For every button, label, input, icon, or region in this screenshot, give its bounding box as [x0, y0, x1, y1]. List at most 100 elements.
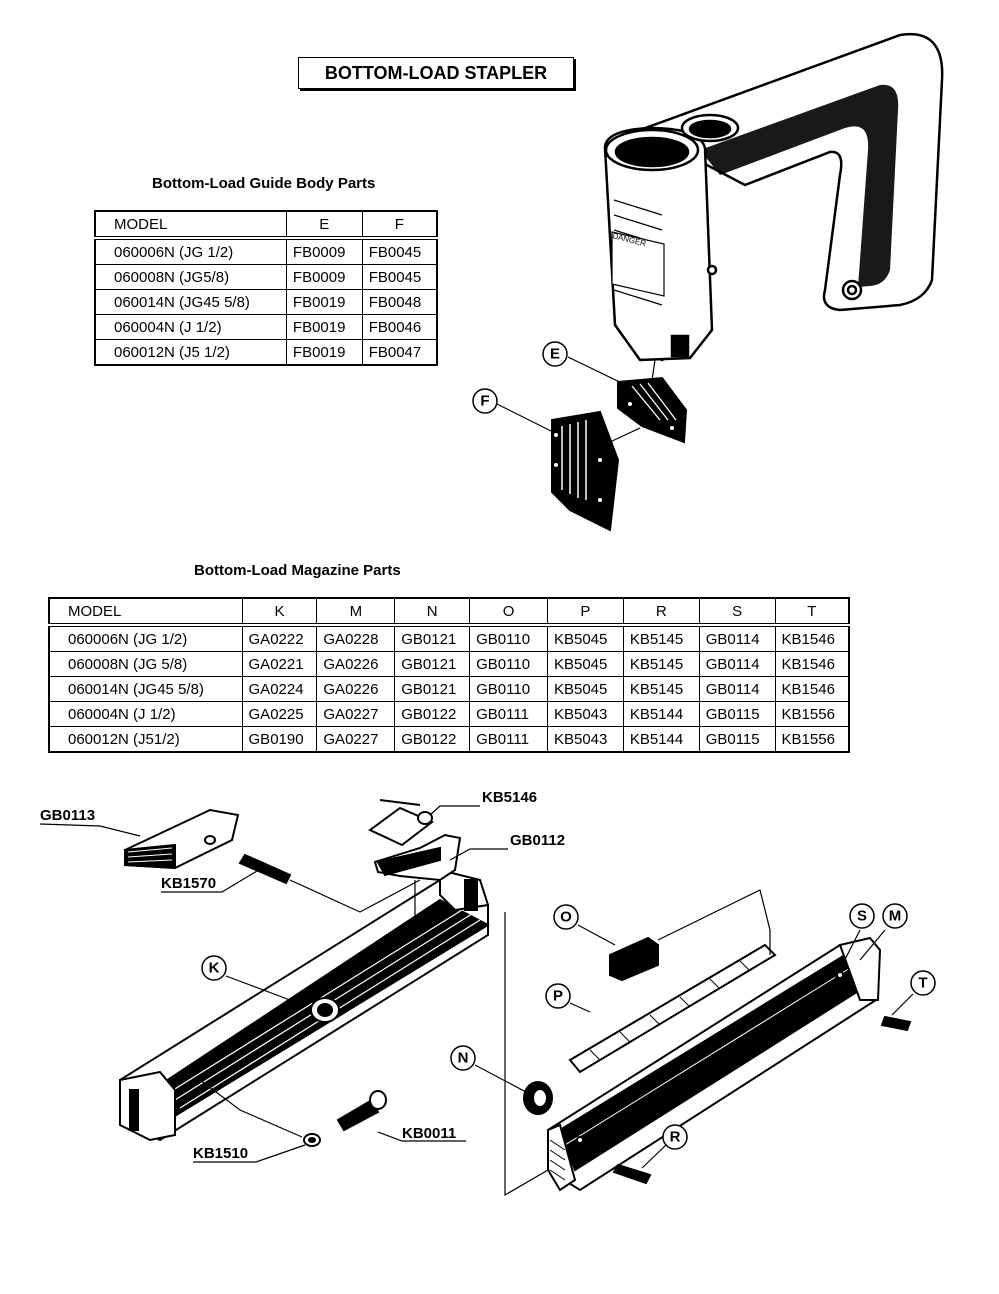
magazine-track-drawing: [547, 936, 882, 1192]
part-number-cell: FB0048: [361, 289, 438, 315]
part-number-cell: GA0222: [241, 624, 318, 652]
guide-body-drawing: DANGER: [603, 32, 944, 362]
part-kb5146-drawing: [368, 799, 434, 847]
part-number-cell: KB5043: [546, 701, 624, 727]
part-f-drawing: [551, 410, 620, 532]
column-header-e: E: [285, 210, 363, 239]
part-kb0011-drawing: [336, 1090, 387, 1132]
column-header-o: O: [469, 597, 548, 626]
part-number-cell: GB0110: [469, 676, 548, 702]
svg-text:O: O: [560, 909, 572, 926]
part-number-cell: KB5145: [622, 624, 700, 652]
part-number-cell: GB0121: [394, 676, 471, 702]
part-number-cell: GA0227: [316, 701, 396, 727]
callout-e: E: [542, 341, 568, 367]
part-t-drawing: [880, 1015, 912, 1032]
model-cell: 060008N (JG5/8): [94, 264, 287, 290]
label-gb0113: GB0113: [40, 807, 95, 824]
callout-m: M: [882, 903, 908, 929]
svg-text:R: R: [670, 1129, 681, 1146]
callout-t: T: [910, 970, 936, 996]
svg-text:K: K: [209, 960, 220, 977]
part-number-cell: KB1546: [774, 624, 850, 652]
column-header-t: T: [774, 597, 850, 626]
column-header-r: R: [622, 597, 700, 626]
part-number-cell: KB5144: [622, 701, 700, 727]
part-p-spring-drawing: [568, 943, 777, 1074]
part-number-cell: GB0122: [394, 701, 471, 727]
part-number-cell: GB0110: [469, 651, 548, 677]
column-header-model: MODEL: [94, 210, 287, 239]
part-number-cell: GA0228: [316, 624, 396, 652]
column-header-s: S: [698, 597, 776, 626]
callout-r: R: [662, 1124, 688, 1150]
column-header-f: F: [361, 210, 438, 239]
part-gb0112-drawing: [373, 833, 462, 882]
part-number-cell: GB0114: [698, 624, 776, 652]
magazine-section-title: Bottom-Load Magazine Parts: [194, 562, 401, 579]
model-cell: 060006N (JG 1/2): [48, 624, 243, 652]
part-number-cell: FB0047: [361, 339, 438, 366]
model-cell: 060014N (JG45 5/8): [94, 289, 287, 315]
part-o-drawing: [609, 936, 659, 982]
label-gb0112: GB0112: [510, 832, 565, 849]
part-number-cell: FB0019: [285, 289, 363, 315]
part-kb1510-drawing: [303, 1133, 321, 1147]
callout-p: P: [545, 983, 571, 1009]
callout-s: S: [849, 903, 875, 929]
part-kb1570-drawing: [238, 853, 292, 885]
guide-body-section-title: Bottom-Load Guide Body Parts: [152, 175, 376, 192]
label-kb5146: KB5146: [482, 789, 537, 806]
part-number-cell: KB1556: [774, 726, 850, 753]
svg-text:N: N: [458, 1050, 469, 1067]
part-number-cell: GB0111: [469, 701, 548, 727]
svg-text:F: F: [480, 393, 489, 410]
column-header-model: MODEL: [48, 597, 243, 626]
part-number-cell: GB0122: [394, 726, 471, 753]
part-number-cell: FB0046: [361, 314, 438, 340]
model-cell: 060012N (J5 1/2): [94, 339, 287, 366]
part-number-cell: KB5043: [546, 726, 624, 753]
svg-text:P: P: [553, 988, 563, 1005]
label-kb0011: KB0011: [402, 1125, 456, 1142]
model-cell: 060012N (J51/2): [48, 726, 243, 753]
part-number-cell: KB5045: [546, 676, 624, 702]
model-cell: 060004N (J 1/2): [48, 701, 243, 727]
part-number-cell: KB1546: [774, 676, 850, 702]
part-number-cell: FB0045: [361, 237, 438, 265]
magazine-k-drawing: [119, 868, 491, 1142]
label-kb1510: KB1510: [193, 1145, 248, 1162]
column-header-k: K: [241, 597, 318, 626]
part-number-cell: FB0009: [285, 237, 363, 265]
part-number-cell: GA0226: [316, 651, 396, 677]
column-header-p: P: [546, 597, 624, 626]
callout-k: K: [201, 955, 227, 981]
column-header-m: M: [316, 597, 396, 626]
part-number-cell: KB1556: [774, 701, 850, 727]
part-number-cell: GB0115: [698, 726, 776, 753]
page-title: BOTTOM-LOAD STAPLER: [298, 57, 574, 89]
part-number-cell: GA0227: [316, 726, 396, 753]
part-number-cell: FB0019: [285, 339, 363, 366]
part-number-cell: GA0224: [241, 676, 318, 702]
svg-text:M: M: [889, 908, 902, 925]
leader-lines-magazine: [39, 805, 914, 1197]
column-header-n: N: [394, 597, 471, 626]
part-number-cell: FB0019: [285, 314, 363, 340]
part-number-cell: GB0121: [394, 624, 471, 652]
model-cell: 060004N (J 1/2): [94, 314, 287, 340]
callout-f: F: [472, 388, 498, 414]
part-number-cell: GB0111: [469, 726, 548, 753]
part-r-drawing: [612, 1163, 652, 1185]
